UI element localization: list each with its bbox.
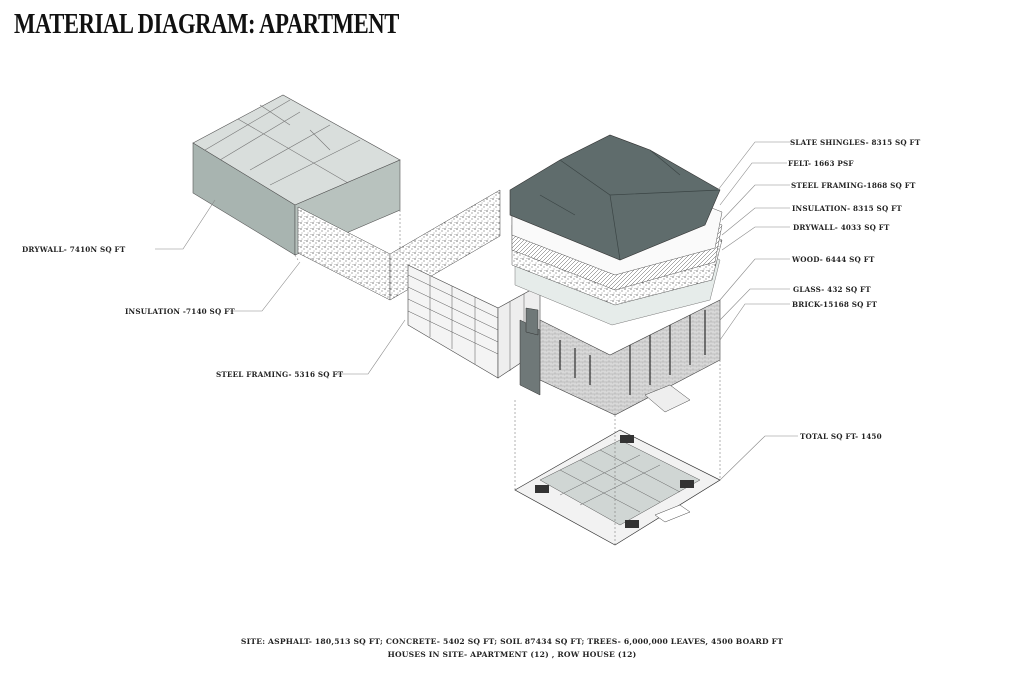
label-glass: GLASS- 432 SQ FT — [793, 285, 871, 294]
label-steel-framing-left: STEEL FRAMING- 5316 SQ FT — [216, 370, 344, 379]
roof-layers — [509, 134, 723, 326]
label-total-sq-ft: TOTAL SQ FT- 1450 — [800, 432, 882, 441]
brick-building — [519, 299, 721, 416]
floor-plan — [514, 429, 721, 546]
label-felt: FELT- 1663 PSF — [788, 159, 854, 168]
label-drywall-right: DRYWALL- 4033 SQ FT — [793, 223, 890, 232]
houses-summary: HOUSES IN SITE- APARTMENT (12) , ROW HOU… — [387, 650, 637, 659]
label-slate-shingles: SLATE SHINGLES- 8315 SQ FT — [790, 138, 921, 147]
label-insulation-left: INSULATION -7140 SQ FT — [125, 307, 235, 316]
site-summary: SITE: ASPHALT- 180,513 SQ FT; CONCRETE- … — [240, 637, 784, 646]
leader-lines — [155, 141, 798, 481]
label-drywall-left: DRYWALL- 7410N SQ FT — [22, 245, 126, 254]
page-title: MATERIAL DIAGRAM: APARTMENT — [14, 8, 399, 40]
label-steel-framing-right: STEEL FRAMING-1868 SQ FT — [791, 181, 916, 190]
projection-lines — [294, 210, 721, 545]
label-brick: BRICK-15168 SQ FT — [792, 300, 878, 309]
label-insulation-right: INSULATION- 8315 SQ FT — [792, 204, 902, 213]
label-wood: WOOD- 6444 SQ FT — [792, 255, 875, 264]
drywall-box — [192, 94, 401, 256]
